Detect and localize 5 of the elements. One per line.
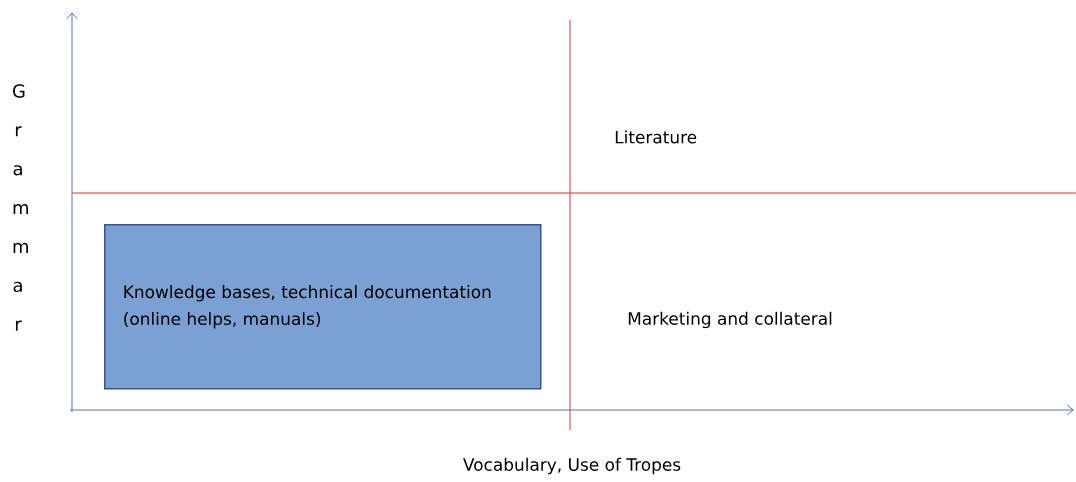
text-box: Knowledge bases, technical documentation (online helps, manuals) [104, 224, 542, 390]
quadrant-label: Marketing and collateral [628, 311, 832, 329]
axis-label: Vocabulary, Use of Tropes [463, 457, 681, 475]
axis-label: Grammar [13, 84, 28, 331]
quadrant-label: Literature [615, 130, 697, 144]
